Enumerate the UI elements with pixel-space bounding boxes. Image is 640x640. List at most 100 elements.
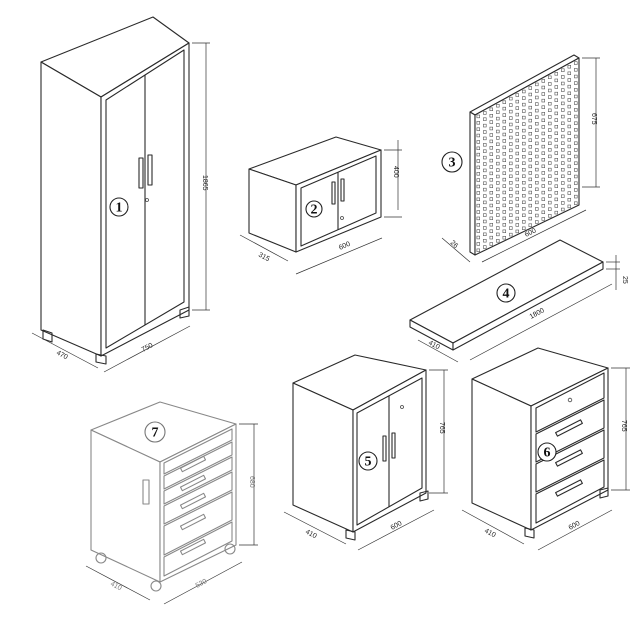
pegboard-hole: [515, 203, 520, 208]
pegboard-hole: [522, 161, 526, 165]
pegboard-hole: [476, 159, 480, 163]
pegboard-hole: [548, 141, 552, 145]
pegboard-hole: [567, 151, 572, 155]
pegboard-hole: [554, 118, 559, 122]
pegboard-hole: [535, 108, 539, 113]
pegboard-hole: [522, 102, 526, 107]
pegboard-hole: [483, 136, 487, 141]
pegboard-hole: [489, 210, 493, 214]
pegboard-hole: [496, 168, 500, 172]
pegboard-hole: [496, 123, 500, 127]
pegboard-hole: [554, 131, 559, 135]
pegboard-hole: [522, 187, 526, 191]
pegboard-hole: [509, 142, 513, 146]
drawer-cabinet: [461, 347, 630, 551]
worktop-thickness-label: 25: [621, 276, 628, 284]
pegboard-hole: [522, 168, 526, 172]
pegboard-hole: [548, 167, 552, 172]
pegboard-hole: [574, 141, 578, 145]
pegboard-hole: [522, 200, 526, 204]
pegboard-hole: [502, 132, 506, 137]
item-7-marker: 7: [144, 421, 166, 443]
pegboard-hole: [483, 187, 487, 192]
pegboard-hole: [561, 194, 565, 198]
pegboard-hole: [502, 158, 506, 162]
pegboard-hole: [561, 114, 565, 119]
pegboard-hole: [574, 201, 578, 205]
pegboard-hole: [574, 121, 578, 125]
pegboard-hole: [476, 248, 480, 252]
pegboard-hole: [528, 216, 533, 221]
pegboard-hole: [535, 174, 539, 178]
item-7-number: 7: [152, 426, 159, 441]
pegboard-hole: [496, 232, 500, 237]
pegboard-hole: [502, 210, 506, 214]
pegboard-hole: [509, 116, 513, 120]
pegboard-hole: [515, 138, 520, 143]
pegboard-hole: [509, 187, 513, 191]
pegboard-hole: [509, 194, 513, 198]
pegboard-hole: [502, 190, 506, 195]
pegboard-hole: [522, 148, 526, 152]
pegboard-hole: [515, 197, 520, 201]
item-6-number: 6: [544, 446, 551, 461]
worktop-length-label: 1800: [529, 307, 546, 321]
pegboard-hole: [522, 128, 526, 133]
pegboard-hole: [554, 204, 559, 208]
pegboard-hole: [489, 152, 493, 156]
pegboard-hole: [567, 191, 572, 195]
pegboard-hole: [522, 207, 526, 211]
pegboard-hole: [515, 184, 520, 188]
pegboard-hole: [567, 104, 572, 109]
pegboard-hole: [483, 111, 487, 115]
pegboard-hole: [476, 191, 480, 195]
pegboard-hole: [574, 88, 578, 92]
pegboard-holes: [476, 61, 578, 252]
tall-cabinet: [31, 16, 210, 373]
item-3-number: 3: [449, 156, 456, 171]
pegboard-hole: [489, 107, 493, 112]
pegboard-hole: [489, 171, 493, 176]
pegboard-hole: [528, 164, 533, 169]
pegboard-hole: [554, 72, 559, 76]
drawer-cabinet-depth-label: 410: [483, 528, 497, 540]
pegboard-hole: [535, 148, 539, 152]
pegboard-hole: [502, 119, 506, 124]
pegboard-hole: [548, 121, 552, 126]
pegboard-hole: [496, 149, 500, 153]
pegboard-hole: [483, 149, 487, 153]
pegboard-hole: [483, 200, 487, 205]
pegboard-hole: [515, 171, 520, 175]
pegboard-hole: [522, 181, 526, 185]
pegboard-hole: [489, 203, 493, 208]
pegboard-hole: [496, 174, 500, 179]
pegboard-hole: [574, 174, 578, 179]
wall-cabinet-width-label: 600: [338, 241, 352, 252]
pegboard-hole: [541, 177, 546, 182]
pegboard-hole: [541, 144, 546, 149]
pegboard-hole: [476, 114, 480, 119]
pegboard-hole: [541, 197, 546, 201]
pegboard-hole: [483, 245, 487, 249]
pegboard-hole: [574, 68, 578, 72]
pegboard-hole: [489, 120, 493, 124]
drawer-cabinet-width-label: 600: [568, 520, 582, 532]
pegboard-hole: [515, 190, 520, 195]
pegboard-hole: [476, 223, 480, 227]
pegboard-hole: [548, 95, 552, 99]
pegboard-hole: [567, 198, 572, 202]
item-2-number: 2: [311, 203, 318, 218]
pegboard-hole: [535, 154, 539, 159]
pegboard-hole: [528, 184, 533, 188]
pegboard-hole: [548, 148, 552, 152]
pegboard-hole: [483, 219, 487, 224]
pegboard-hole: [476, 152, 480, 157]
pegboard-hole: [574, 94, 578, 99]
pegboard-hole: [509, 109, 513, 114]
pegboard-hole: [541, 85, 546, 90]
pegboard-hole: [515, 223, 520, 227]
pegboard-hole: [574, 101, 578, 105]
pegboard-hole: [502, 236, 506, 240]
pegboard-hole: [502, 216, 506, 221]
pegboard-hole: [515, 132, 520, 136]
